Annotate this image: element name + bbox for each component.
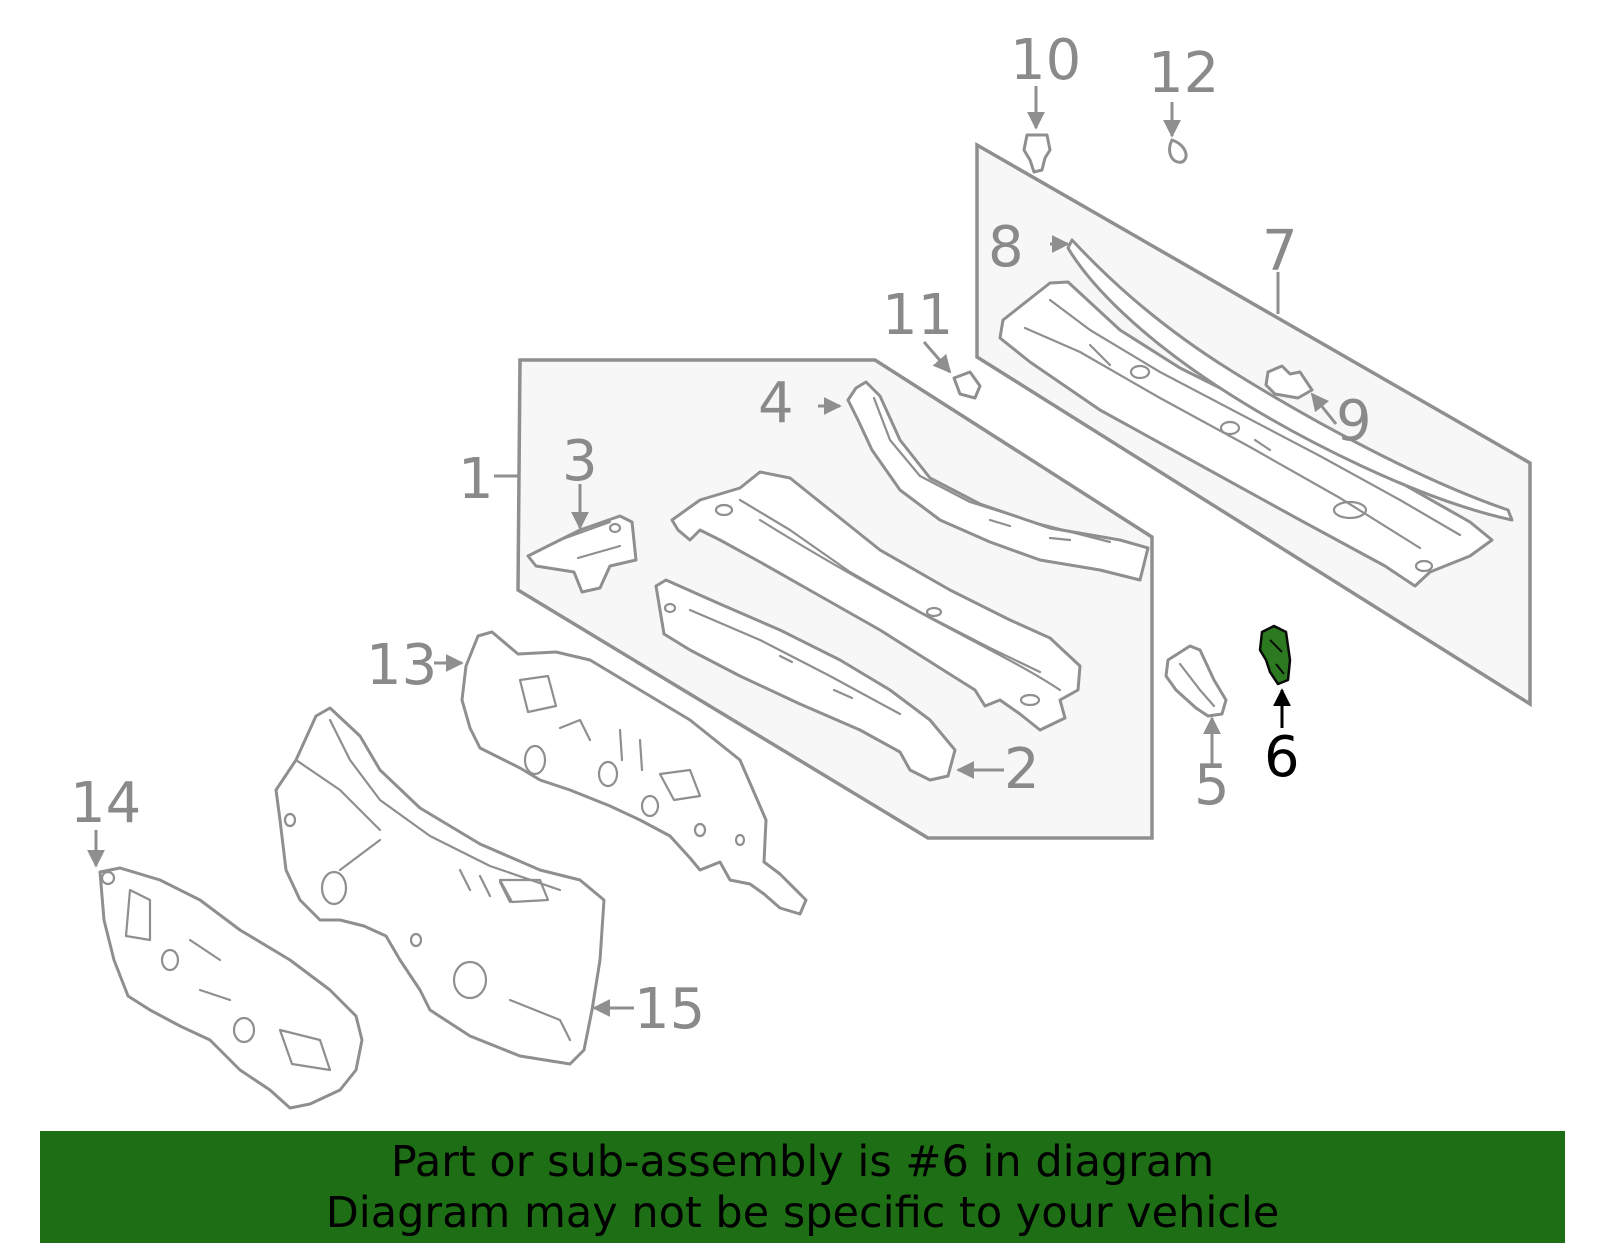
callout-9: 9 (1336, 389, 1372, 454)
callout-13: 13 (366, 633, 437, 698)
part-7-cowl-panel[interactable] (998, 280, 1494, 588)
part-4-member[interactable] (846, 380, 1150, 582)
callout-11: 11 (882, 283, 953, 348)
callout-1: 1 (458, 447, 494, 512)
part-9-bracket[interactable] (1264, 364, 1314, 400)
callout-14: 14 (70, 771, 141, 836)
part-13-dash-panel[interactable] (460, 630, 808, 916)
leader-lines (87, 86, 1338, 1017)
part-6-bracket-highlighted[interactable] (1258, 624, 1292, 686)
callout-10: 10 (1010, 28, 1081, 93)
callout-2: 2 (1004, 737, 1040, 802)
callout-8: 8 (988, 215, 1024, 280)
callout-6: 6 (1264, 725, 1300, 790)
part-12-grommet[interactable] (1168, 138, 1188, 164)
part-11-clip[interactable] (952, 370, 982, 400)
callout-15: 15 (634, 977, 705, 1042)
part-14-silencer[interactable] (98, 866, 364, 1110)
part-10-clip[interactable] (1022, 133, 1052, 174)
callout-3: 3 (562, 429, 598, 494)
banner-line-2: Diagram may not be specific to your vehi… (325, 1188, 1280, 1238)
callout-4: 4 (758, 371, 794, 436)
callout-labels: 10 12 8 7 9 11 4 1 3 2 5 6 13 14 15 (70, 28, 1372, 1042)
info-banner: Part or sub-assembly is #6 in diagram Di… (40, 1131, 1565, 1243)
part-cowl-inner-panel[interactable] (670, 470, 1082, 732)
part-8-strip[interactable] (1066, 238, 1514, 522)
part-2-member[interactable] (654, 578, 957, 782)
banner-line-1: Part or sub-assembly is #6 in diagram (390, 1137, 1215, 1187)
part-3-bracket[interactable] (526, 514, 638, 594)
callout-5: 5 (1194, 753, 1230, 818)
callout-12: 12 (1148, 41, 1219, 106)
part-15-dash-insulator[interactable] (274, 706, 606, 1066)
callout-7: 7 (1262, 219, 1298, 284)
part-5-bracket[interactable] (1164, 644, 1228, 718)
